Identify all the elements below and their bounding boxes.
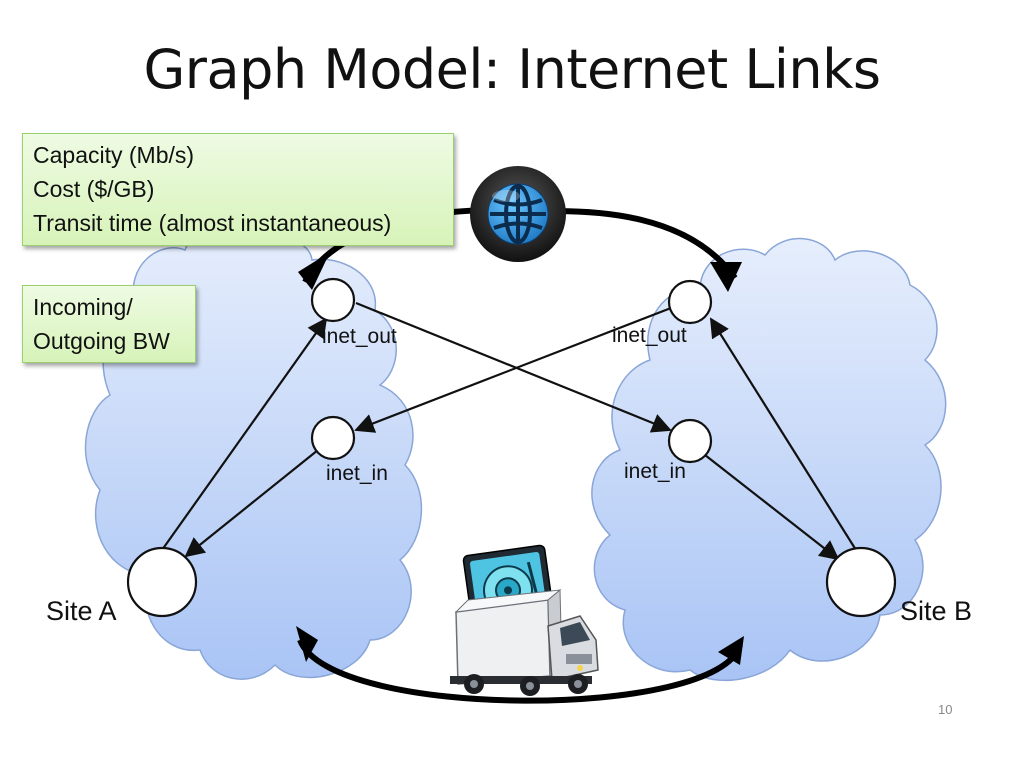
link-properties-callout: Capacity (Mb/s) Cost ($/GB) Transit time… — [22, 133, 454, 246]
label-a-inet-out: inet_out — [322, 325, 397, 348]
edge-siteB-to-b-inet-out — [709, 317, 857, 551]
slide-title: Graph Model: Internet Links — [143, 38, 881, 101]
globe-icon — [470, 166, 566, 262]
callout-line-transit-time: Transit time (almost instantaneous) — [33, 210, 392, 236]
node-b-inet-out — [667, 279, 713, 325]
node-b-inet-in — [667, 418, 713, 464]
shipping-arc-end-arrow — [718, 636, 744, 665]
internet-arc-start-arrow — [298, 252, 330, 290]
bandwidth-callout: Incoming/ Outgoing BW — [22, 285, 196, 363]
edge-b-inet-out-to-a-inet-in — [354, 306, 672, 433]
callout-line-outgoing: Outgoing BW — [33, 328, 170, 354]
node-site-a — [126, 546, 198, 618]
callout-line-cost: Cost ($/GB) — [33, 176, 155, 202]
callout-line-capacity: Capacity (Mb/s) — [33, 142, 195, 168]
truck-icon — [450, 588, 599, 696]
edge-siteA-to-a-inet-out — [161, 317, 328, 551]
page-number: 10 — [938, 702, 953, 717]
label-b-inet-out: inet_out — [612, 324, 687, 347]
label-site-a: Site A — [46, 596, 117, 626]
label-a-inet-in: inet_in — [326, 462, 388, 485]
shipping-arc-start-arrow — [296, 626, 318, 662]
label-b-inet-in: inet_in — [624, 460, 686, 483]
node-a-inet-out — [310, 277, 356, 323]
node-site-b — [825, 546, 897, 618]
shipping-link-arc — [297, 638, 743, 704]
edge-a-inet-in-to-siteA — [184, 449, 319, 558]
internet-arc-end-arrow — [710, 262, 742, 292]
edge-a-inet-out-to-b-inet-in — [355, 301, 672, 433]
node-a-inet-in — [310, 415, 356, 461]
label-site-b: Site B — [900, 596, 973, 626]
edge-b-inet-in-to-siteB — [704, 454, 840, 561]
callout-line-incoming: Incoming/ — [33, 294, 133, 320]
